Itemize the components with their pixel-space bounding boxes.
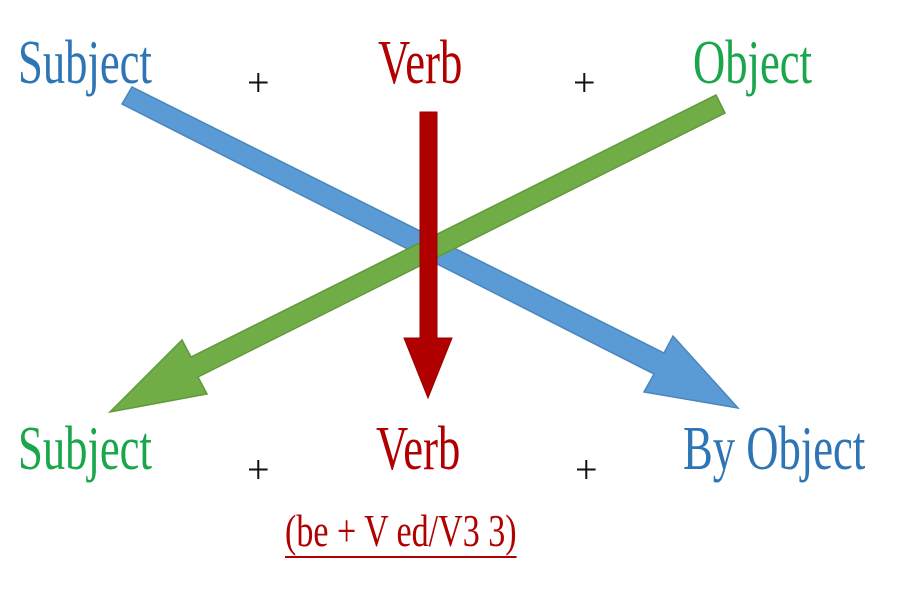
bottom-object-label: By Object: [683, 415, 866, 483]
top-plus-2: +: [573, 60, 596, 105]
green-arrow: [107, 93, 727, 414]
top-verb-label: Verb: [378, 29, 463, 97]
bottom-subject-label: Subject: [18, 415, 152, 483]
bottom-verb-label: Verb: [376, 415, 461, 483]
top-subject-label: Subject: [18, 29, 152, 97]
top-plus-1: +: [247, 60, 270, 105]
passive-verb-formula: (be + V ed/V3 3): [285, 505, 517, 556]
bottom-plus-1: +: [247, 447, 270, 492]
red-arrow: [403, 111, 453, 400]
bottom-plus-2: +: [575, 447, 598, 492]
top-object-label: Object: [693, 29, 812, 97]
